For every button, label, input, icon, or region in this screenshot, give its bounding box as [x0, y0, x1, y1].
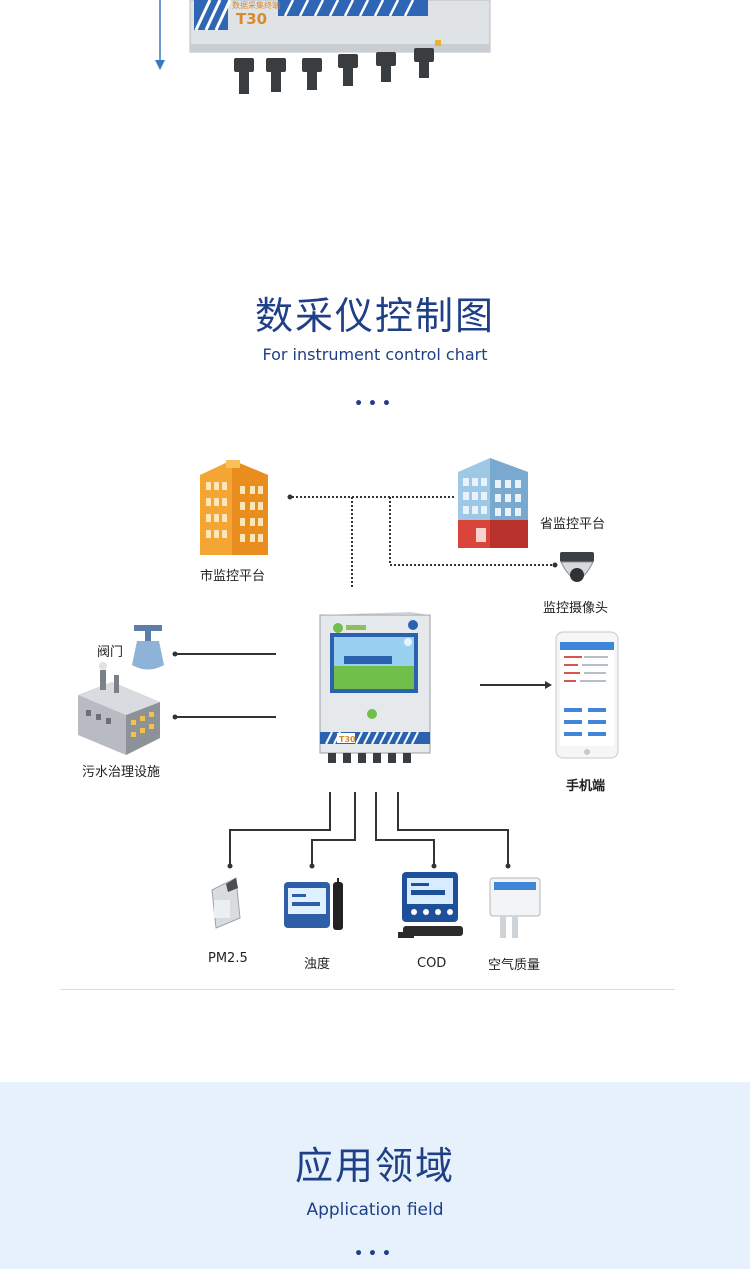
cod-label: COD: [417, 956, 447, 971]
pm25-sensor-icon: [211, 877, 241, 929]
connection-dots: [172, 494, 558, 869]
camera-label: 监控摄像头: [543, 601, 609, 616]
application-section-bg: [0, 1082, 750, 1269]
cable-connectors: [234, 48, 434, 94]
sewage-label: 污水治理设施: [82, 765, 161, 780]
turbidity-meter-icon: [284, 878, 343, 930]
application-dots: •••: [354, 1246, 396, 1262]
city-platform-label: 市监控平台: [200, 569, 266, 584]
central-device-icon: T30: [319, 612, 431, 763]
section-divider: [60, 989, 675, 990]
province-platform-label: 省监控平台: [540, 517, 606, 532]
mobile-label: 手机端: [566, 779, 606, 794]
central-device-model: T30: [339, 735, 356, 744]
air-quality-sensor-icon: [489, 877, 541, 938]
province-building-icon: [458, 458, 528, 548]
section-subtitle: For instrument control chart: [262, 345, 488, 364]
line-air: [397, 792, 509, 866]
valve-label: 阀门: [97, 645, 124, 660]
section-title: 数采仪控制图: [254, 294, 495, 338]
device-model-label: T30: [236, 10, 267, 28]
application-title: 应用领域: [294, 1144, 455, 1188]
turbidity-label: 浊度: [304, 957, 331, 972]
cod-analyzer-icon: [398, 872, 463, 938]
valve-icon: [132, 625, 164, 670]
city-building-icon: [200, 460, 268, 555]
stripe-pattern-right: [278, 0, 428, 17]
down-arrow-icon: [155, 60, 165, 70]
mobile-phone-icon: [555, 631, 619, 759]
camera-icon: [560, 552, 594, 582]
line-cod: [375, 792, 435, 866]
data-collector-device-image: 数据采集终端 T30: [155, 0, 491, 94]
device-header-text: 数据采集终端: [232, 0, 280, 10]
control-diagram: T30: [78, 458, 619, 938]
application-subtitle: Application field: [306, 1200, 444, 1220]
section-dots: •••: [354, 396, 396, 412]
connection-lines: [175, 496, 552, 866]
stripe-pattern-left: [194, 0, 232, 31]
sewage-plant-icon: [78, 662, 160, 755]
pm25-label: PM2.5: [208, 951, 248, 966]
air-quality-label: 空气质量: [488, 958, 541, 973]
line-turbidity: [311, 792, 356, 866]
line-pm25: [229, 792, 331, 866]
